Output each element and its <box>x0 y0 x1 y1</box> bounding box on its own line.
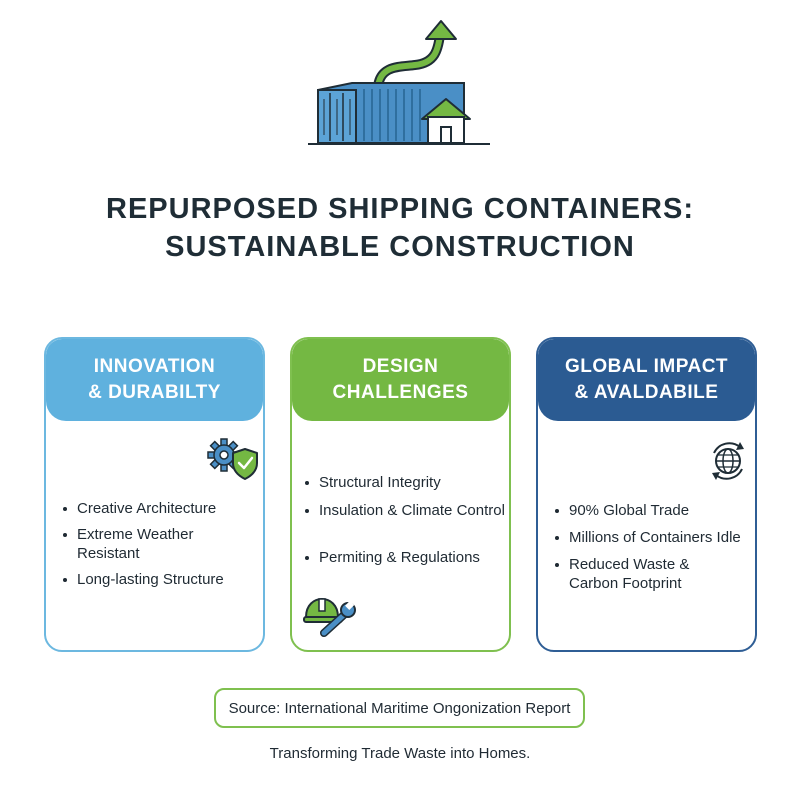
card-heading-line-2: & AVALDABILE <box>574 382 719 403</box>
title-line-1: REPURPOSED SHIPPING CONTAINERS: <box>106 193 694 225</box>
page-title: REPURPOSED SHIPPING CONTAINERS: SUSTAINA… <box>0 190 800 266</box>
list-item: Permiting & Regulations <box>304 548 509 567</box>
card-innovation-durability: INNOVATION & DURABILTY Creative Architec… <box>44 337 265 652</box>
globe-cycle-icon <box>712 442 744 480</box>
card-global-impact: GLOBAL IMPACT & AVALDABILE 90% Global Tr… <box>536 337 757 652</box>
title-line-2: SUSTAINABLE CONSTRUCTION <box>165 231 635 263</box>
card-heading: GLOBAL IMPACT & AVALDABILE <box>538 339 755 421</box>
container-house-illustration <box>308 20 490 145</box>
list-item: Insulation & Climate Control <box>304 501 509 520</box>
card-heading-line-2: CHALLENGES <box>332 382 469 403</box>
tagline: Transforming Trade Waste into Homes. <box>269 745 531 762</box>
list-item: Extreme Weather Resistant <box>62 525 207 563</box>
hardhat-wrench-icon <box>303 597 356 637</box>
list-item: Reduced Waste & Carbon Footprint <box>554 555 714 593</box>
card-heading-line-2: & DURABILTY <box>88 382 221 403</box>
card-heading-line-1: DESIGN <box>362 356 439 377</box>
card-points: 90% Global Trade Millions of Containers … <box>554 501 749 593</box>
card-heading-line-1: INNOVATION <box>93 356 216 377</box>
card-points: Structural Integrity Insulation & Climat… <box>304 473 509 567</box>
card-heading-line-1: GLOBAL IMPACT <box>564 356 729 377</box>
list-item: 90% Global Trade <box>554 501 749 520</box>
list-item: Creative Architecture <box>62 499 252 518</box>
source-note: Source: International Maritime Ongonizat… <box>214 688 585 728</box>
card-design-challenges: DESIGN CHALLENGES Structural Integrity I… <box>290 337 511 652</box>
gear-shield-icon <box>207 438 258 480</box>
card-points: Creative Architecture Extreme Weather Re… <box>62 499 252 589</box>
list-item: Structural Integrity <box>304 473 509 492</box>
list-item: Long-lasting Structure <box>62 570 252 589</box>
card-heading: INNOVATION & DURABILTY <box>46 339 263 421</box>
list-item: Millions of Containers Idle <box>554 528 749 547</box>
card-heading: DESIGN CHALLENGES <box>292 339 509 421</box>
